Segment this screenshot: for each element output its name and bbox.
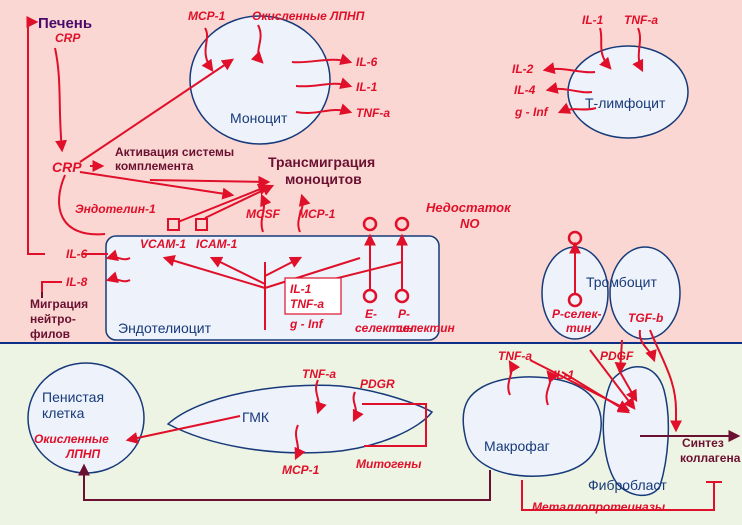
endothelial-cell: [105, 235, 440, 341]
tcell-il1-input-label: IL-1: [582, 13, 604, 27]
transmigration-line2: моноцитов: [285, 171, 362, 187]
il8-label: IL-8: [66, 275, 88, 289]
complement-line2: комплемента: [115, 159, 194, 173]
p-selectin-line2: селектин: [396, 321, 456, 335]
ginf-endo-label: g - Inf: [289, 317, 324, 331]
monocyte-il1-label: IL-1: [356, 80, 378, 94]
macrophage-name: Макрофаг: [484, 438, 550, 454]
liver-crp-label: CRP: [55, 31, 81, 45]
endothelial-name: Эндотелиоцит: [118, 320, 212, 336]
arrow-group: [26, 16, 722, 511]
tcell-name: Т-лимфоцит: [585, 95, 666, 111]
no-deficit-line2: NO: [460, 216, 480, 231]
neutrophil-line2: нейтро-: [30, 312, 76, 326]
neutrophil-line3: филов: [30, 327, 70, 341]
mcp1-endo-label: MCP-1: [298, 207, 336, 221]
platelet-name: Тромбоцит: [586, 274, 657, 290]
p-selectin-ring-icon: [394, 216, 410, 232]
tcell-ginf-label: g - Inf: [514, 105, 549, 119]
macrophage-cell: [462, 376, 602, 477]
complement-line1: Активация системы: [115, 145, 234, 159]
smc-pdgr-label: PDGR: [360, 377, 395, 391]
tcell-il2-label: IL-2: [512, 62, 534, 76]
tcell-tnf-input-label: TNF-a: [624, 13, 658, 27]
p-selectin-base-icon: [394, 288, 410, 304]
icam-label: ICAM-1: [196, 237, 238, 251]
p-selectin-line1: P-: [398, 307, 410, 321]
foam-cell-line2: клетка: [42, 405, 85, 421]
foam-oxldl-line1: Окисленные: [34, 432, 109, 446]
metalloproteinases-label: Металлопротеиназы: [532, 500, 666, 514]
platelet-psel-line2: тин: [566, 321, 592, 335]
vcam-receptor-icon: [167, 218, 180, 231]
platelet-cell-right: [609, 246, 681, 340]
collagen-synth-line2: коллагена: [680, 451, 741, 465]
foam-cell-line1: Пенистая: [42, 389, 104, 405]
e-selectin-base-icon: [362, 288, 378, 304]
fibroblast-cell: [602, 366, 670, 496]
monocyte-cell: [189, 15, 331, 145]
inflammation-box: [284, 277, 342, 315]
macrophage-pdgf-label: PDGF: [600, 349, 634, 363]
macrophage-tnf-label: TNF-a: [498, 349, 532, 363]
collagen-synth-line1: Синтез: [682, 436, 724, 450]
no-deficit-line1: Недостаток: [426, 200, 512, 215]
tcell-il4-label: IL-4: [514, 83, 536, 97]
smc-tnf-label: TNF-a: [302, 367, 336, 381]
crp-label: CRP: [52, 159, 82, 175]
monocyte-name: Моноцит: [230, 110, 288, 126]
transmigration-line1: Трансмиграция: [268, 154, 375, 170]
platelet-tgf-label: TGF-b: [628, 311, 663, 325]
platelet-psel-line1: P-селек-: [552, 307, 602, 321]
il6-label: IL-6: [66, 247, 88, 261]
mitogens-label: Митогены: [356, 457, 422, 471]
vcam-label: VCAM-1: [140, 237, 186, 251]
monocyte-mcp1-label: MCP-1: [188, 9, 226, 23]
liver-label: Печень: [38, 15, 92, 32]
monocyte-tnf-label: TNF-a: [356, 106, 390, 120]
icam-receptor-icon: [195, 218, 208, 231]
box-tnf-label: TNF-a: [290, 297, 324, 311]
monocyte-oxldl-label: Окисленные ЛПНП: [252, 9, 365, 23]
endothelin-label: Эндотелин-1: [75, 202, 156, 216]
smooth-muscle-cell: [166, 384, 434, 454]
fibroblast-name: Фибробласт: [588, 477, 667, 493]
smc-name: ГМК: [242, 409, 270, 425]
neutrophil-line1: Миграция: [30, 297, 88, 311]
platelet-p-selectin-ring-icon: [567, 230, 583, 246]
platelet-p-selectin-base-icon: [567, 292, 583, 308]
smc-mcp1-label: MCP-1: [282, 463, 320, 477]
monocyte-il6-label: IL-6: [356, 55, 378, 69]
t-lymphocyte-cell: [567, 45, 689, 139]
mcsf-label: MCSF: [246, 207, 281, 221]
foam-oxldl-line2: ЛПНП: [65, 447, 101, 461]
e-selectin-line1: E-: [365, 307, 377, 321]
e-selectin-ring-icon: [362, 216, 378, 232]
dark-arrow-group: [41, 292, 741, 501]
box-il1-label: IL-1: [290, 282, 312, 296]
e-selectin-line2: селектин: [355, 321, 415, 335]
macrophage-il1-label: IL-1: [553, 368, 575, 382]
